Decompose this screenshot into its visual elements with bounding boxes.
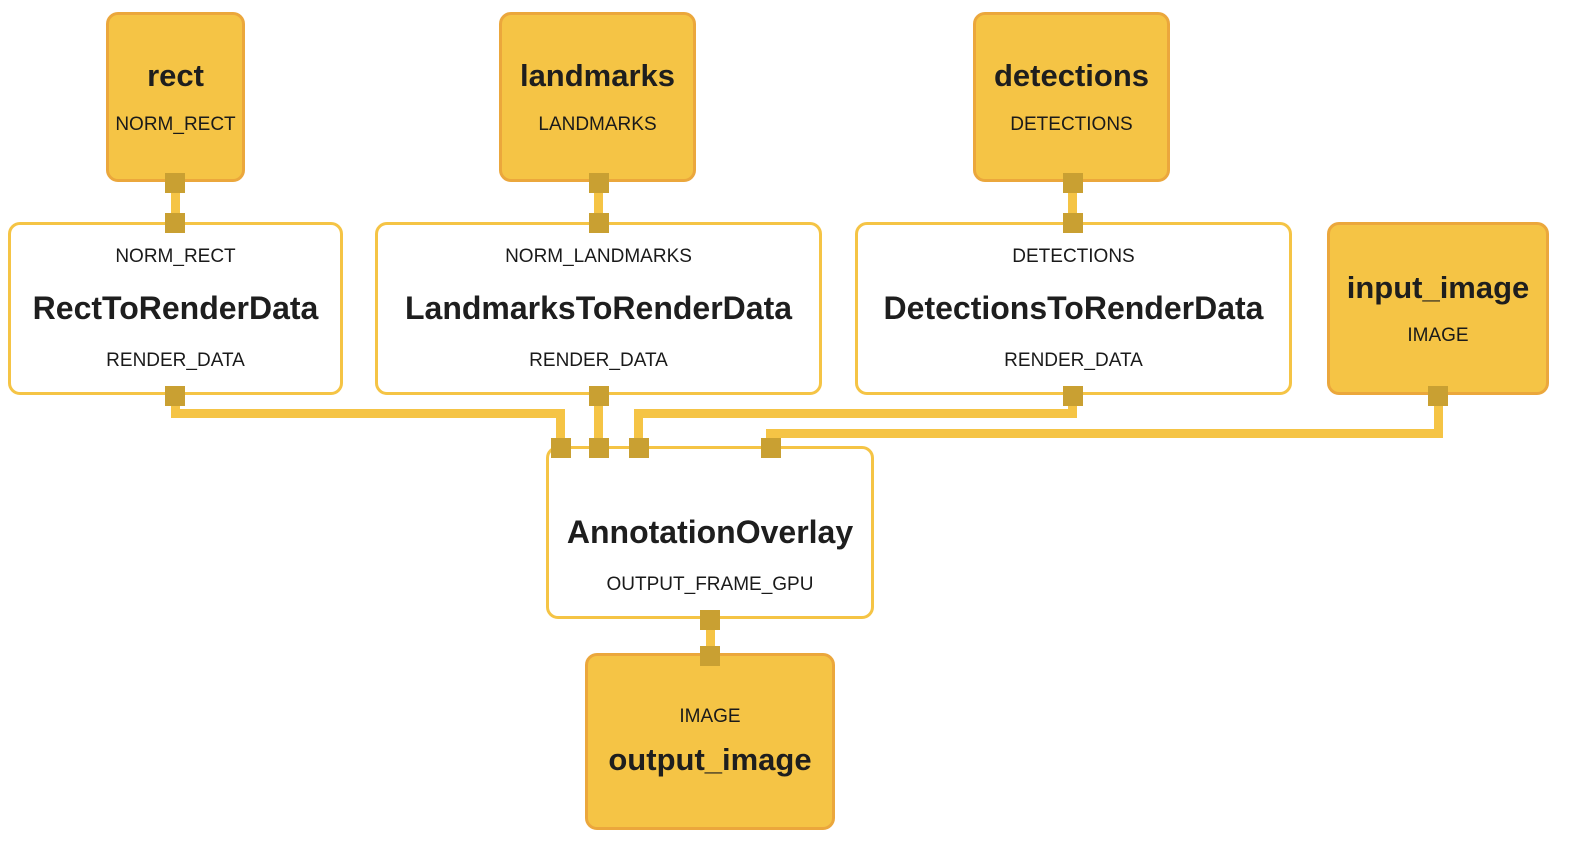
port-output-image-image-in[interactable] [700,646,720,666]
node-landmarkstorenderdata[interactable]: NORM_LANDMARKS LandmarksToRenderData REN… [375,222,822,395]
edge-landmarks-render-drop [594,395,603,455]
port-recttorenderdata-norm-rect-in[interactable] [165,213,185,233]
port-input-image-image-out[interactable] [1428,386,1448,406]
node-recttorenderdata-output-label: RENDER_DATA [106,350,245,371]
port-detectionstorenderdata-render-data-out[interactable] [1063,386,1083,406]
edge-detections-to-detectionstorenderdata [1068,182,1077,234]
node-landmarks-title: landmarks [519,58,676,94]
node-detections-output-label: DETECTIONS [1010,113,1133,135]
port-rect-norm-rect-out[interactable] [165,173,185,193]
port-annotationoverlay-in-input-frame-gpu[interactable] [761,438,781,458]
port-detections-detections-out[interactable] [1063,173,1083,193]
node-landmarkstorenderdata-input-label: NORM_LANDMARKS [505,246,692,267]
port-landmarkstorenderdata-norm-landmarks-in[interactable] [589,213,609,233]
node-landmarks-output-label: LANDMARKS [538,113,657,135]
port-annotationoverlay-out-output-frame-gpu[interactable] [700,610,720,630]
edge-rect-render-drop [171,395,180,418]
edge-detections-render-run [634,409,1077,418]
port-detectionstorenderdata-detections-in[interactable] [1063,213,1083,233]
port-recttorenderdata-render-data-out[interactable] [165,386,185,406]
edge-rect-to-recttorenderdata [171,182,180,234]
edge-inputimage-run [766,429,1443,438]
edge-annotationoverlay-to-outputimage [706,614,715,662]
node-landmarks[interactable]: landmarks LANDMARKS [499,12,696,182]
node-detections-title: detections [993,58,1150,94]
node-annotationoverlay[interactable]: AnnotationOverlay OUTPUT_FRAME_GPU [546,446,874,619]
node-landmarkstorenderdata-output-label: RENDER_DATA [529,350,668,371]
port-landmarkstorenderdata-render-data-out[interactable] [589,386,609,406]
port-landmarks-landmarks-out[interactable] [589,173,609,193]
port-annotationoverlay-in-2[interactable] [589,438,609,458]
node-input-image[interactable]: input_image IMAGE [1327,222,1549,395]
edge-rect-render-rise [556,409,565,455]
node-input-image-title: input_image [1346,269,1530,305]
node-annotationoverlay-title: AnnotationOverlay [566,513,854,550]
node-detections[interactable]: detections DETECTIONS [973,12,1170,182]
node-recttorenderdata-title: RectToRenderData [32,289,319,326]
node-rect-output-label: NORM_RECT [115,113,236,135]
edge-detections-render-drop [1068,395,1077,418]
node-landmarkstorenderdata-title: LandmarksToRenderData [404,289,793,326]
edge-inputimage-drop [1434,395,1443,438]
node-output-image-input-label: IMAGE [679,705,741,727]
port-annotationoverlay-in-3[interactable] [551,438,571,458]
edge-landmarks-to-landmarkstorenderdata [594,182,603,234]
node-output-image[interactable]: IMAGE output_image [585,653,835,830]
node-annotationoverlay-output-label: OUTPUT_FRAME_GPU [606,574,814,595]
node-detectionstorenderdata-output-label: RENDER_DATA [1004,350,1143,371]
node-output-image-title: output_image [608,741,812,777]
node-recttorenderdata-input-label: NORM_RECT [115,246,236,267]
edge-rect-render-run [171,409,565,418]
node-detectionstorenderdata-title: DetectionsToRenderData [883,289,1264,326]
node-rect[interactable]: rect NORM_RECT [106,12,245,182]
port-annotationoverlay-in-1[interactable] [629,438,649,458]
node-detectionstorenderdata-input-label: DETECTIONS [1012,246,1135,267]
node-rect-title: rect [147,58,204,94]
node-input-image-output-label: IMAGE [1407,325,1469,347]
edge-detections-render-rise [634,409,643,455]
node-detectionstorenderdata[interactable]: DETECTIONS DetectionsToRenderData RENDER… [855,222,1292,395]
node-recttorenderdata[interactable]: NORM_RECT RectToRenderData RENDER_DATA [8,222,343,395]
